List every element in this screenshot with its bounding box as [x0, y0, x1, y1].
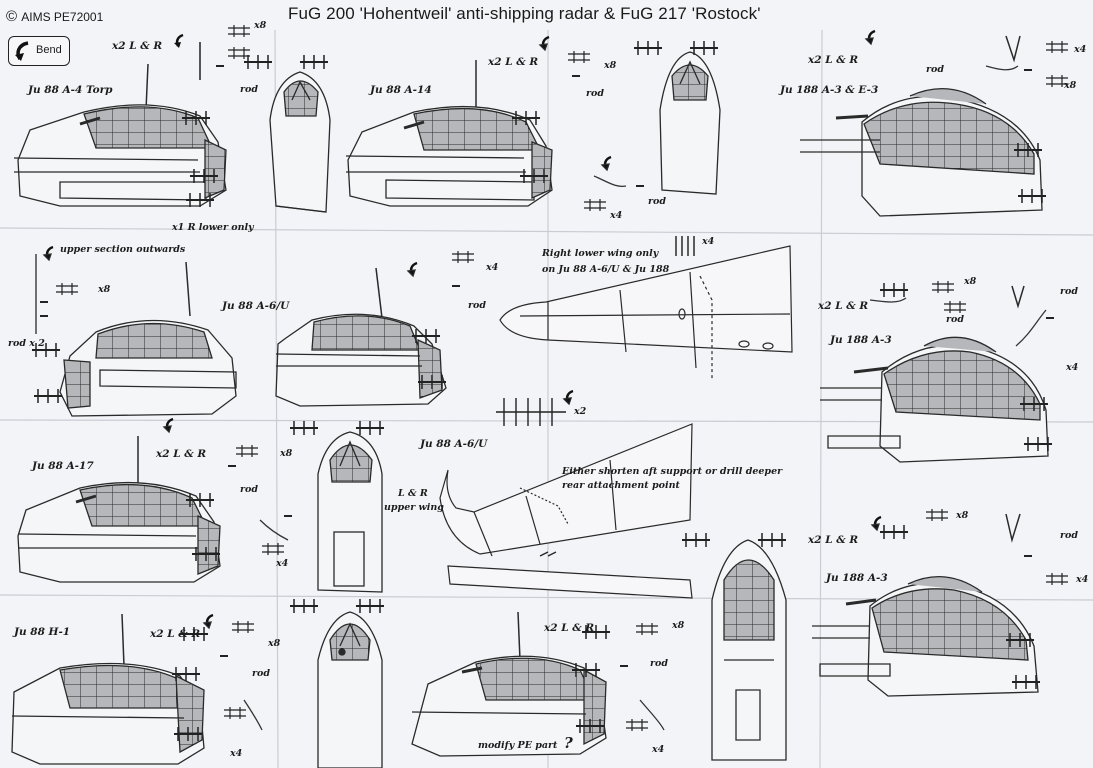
label-rod-x2: rod x 2 — [8, 338, 45, 349]
ju88-a4-radar — [172, 24, 251, 208]
copyright-symbol: © — [6, 8, 18, 25]
ju88-a6u-nose-bottom — [411, 611, 665, 757]
bend-legend: Bend — [8, 36, 70, 66]
label-ju88-a4-torp: Ju 88 A-4 Torp — [28, 84, 113, 96]
label-x4-wing: x4 — [702, 236, 715, 247]
label-question: ? — [564, 734, 573, 752]
label-x8-6: x8 — [280, 448, 293, 459]
label-lr: L & R — [398, 488, 428, 499]
label-x2lr-3: x2 L & R — [808, 54, 859, 66]
label-x8-2: x8 — [604, 60, 617, 71]
label-ju88-h1: Ju 88 H-1 — [14, 626, 71, 638]
label-rod-3: rod — [648, 196, 666, 207]
label-rod-5: rod — [468, 300, 486, 311]
label-ju188-a3-e3: Ju 188 A-3 & E-3 — [780, 84, 879, 96]
bend-arrow-icon — [15, 41, 29, 61]
label-x4-6: x4 — [1076, 574, 1089, 585]
label-ju88-a14: Ju 88 A-14 — [370, 84, 432, 96]
label-rod-10: rod — [252, 668, 270, 679]
label-right-lower-wing-1: Right lower wing only — [542, 248, 659, 259]
copyright-mark: © AIMS PE72001 — [6, 8, 103, 25]
label-x4-4: x4 — [1066, 362, 1079, 373]
label-x2lr-6: x2 L & R — [808, 534, 859, 546]
ju88-a14-nose — [345, 35, 591, 207]
ju88-top-view-1 — [243, 54, 331, 213]
ju88-top-view-2 — [583, 40, 721, 212]
label-upper-wing: upper wing — [384, 502, 444, 513]
label-rod-6: rod — [946, 314, 964, 325]
label-ju188-a3-1: Ju 188 A-3 — [830, 334, 892, 346]
bend-label: Bend — [36, 44, 62, 56]
ju88-top-view-3 — [289, 420, 385, 593]
ju88-a6u-nose-left — [31, 245, 237, 417]
label-x2: x2 — [574, 406, 587, 417]
label-x8-8: x8 — [268, 638, 281, 649]
label-rod-2: rod — [586, 88, 604, 99]
ju88-a6u-nose-right — [275, 250, 475, 407]
sheet-title: FuG 200 'Hohentweil' anti-shipping radar… — [288, 4, 761, 23]
ju88-a17-nose — [17, 417, 293, 583]
pe-comb-part — [496, 389, 575, 426]
label-shorten-2: rear attachment point — [562, 480, 680, 491]
wing-upper — [439, 423, 693, 599]
label-x8-4: x8 — [98, 284, 111, 295]
label-ju88-a6u-2: Ju 88 A-6/U — [420, 438, 488, 450]
label-x8-5: x8 — [964, 276, 977, 287]
product-code: AIMS PE72001 — [21, 10, 104, 24]
label-right-lower-wing-2: on Ju 88 A-6/U & Ju 188 — [542, 264, 670, 275]
ju188-a3-e3-nose — [800, 29, 1069, 217]
ju88-top-view-4 — [681, 532, 787, 761]
label-ju88-a6u-1: Ju 88 A-6/U — [222, 300, 290, 312]
ju88-a4-torp-nose — [13, 63, 227, 207]
label-x4-5: x4 — [276, 558, 289, 569]
ju188-a3-nose-1 — [820, 280, 1055, 463]
label-ju188-a3-2: Ju 188 A-3 — [826, 572, 888, 584]
label-ju88-a17: Ju 88 A-17 — [32, 460, 94, 472]
label-x1-r-lower: x1 R lower only — [172, 222, 254, 233]
label-x4-8: x4 — [652, 744, 665, 755]
label-rod-8: rod — [240, 484, 258, 495]
ju188-a3-nose-2 — [812, 508, 1069, 697]
label-rod-7: rod — [1060, 286, 1078, 297]
label-x4-3: x4 — [486, 262, 499, 273]
label-rod-9: rod — [1060, 530, 1078, 541]
label-x2lr-2: x2 L & R — [488, 56, 539, 68]
label-x2lr-5: x2 L & R — [156, 448, 207, 460]
ju88-h1-nose — [11, 613, 263, 765]
label-rod-1: rod — [240, 84, 258, 95]
label-x2lr-7: x2 L & R — [150, 628, 201, 640]
label-x8-7: x8 — [956, 510, 969, 521]
label-rod-11: rod — [650, 658, 668, 669]
label-x4-2: x4 — [1074, 44, 1087, 55]
label-x2lr-4: x2 L & R — [818, 300, 869, 312]
label-x4-7: x4 — [230, 748, 243, 759]
ju88-top-view-5 — [289, 598, 385, 768]
label-x8-3: x8 — [1064, 80, 1077, 91]
label-modify-pe: modify PE part — [478, 740, 558, 751]
wing-lower — [499, 236, 793, 380]
label-x2lr-8: x2 L & R — [544, 622, 595, 634]
label-shorten-1: Either shorten aft support or drill deep… — [562, 466, 783, 477]
label-x4-1: x4 — [610, 210, 623, 221]
label-x8-1: x8 — [254, 20, 267, 31]
label-rod-4: rod — [926, 64, 944, 75]
label-x2lr-1: x2 L & R — [112, 40, 163, 52]
label-x8-9: x8 — [672, 620, 685, 631]
label-upper-section: upper section outwards — [60, 244, 186, 255]
